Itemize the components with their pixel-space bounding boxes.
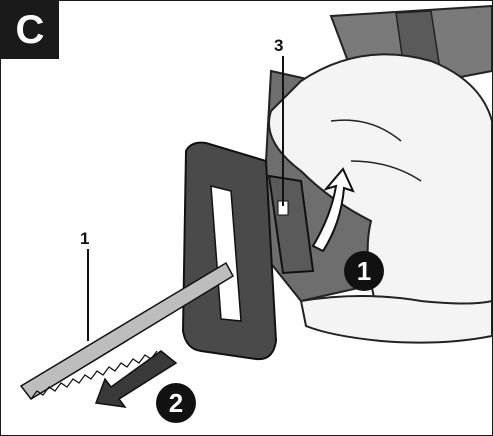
pull-arrow [94,350,178,408]
rotate-arrow [311,167,355,253]
step-number-pull: 2 [168,387,184,418]
callout-locking-sleeve: 3 [274,36,284,55]
hand-lower [299,295,492,344]
step-badge-rotate: 1 [344,251,384,291]
panel-letter-badge: C [1,1,59,59]
step-badge-pull: 2 [156,383,196,423]
saw-blade [19,261,234,400]
callout-blade: 1 [80,229,90,248]
locking-sleeve [267,174,315,275]
panel-letter: C [15,7,45,52]
step-number-rotate: 1 [356,255,372,286]
blade-teeth [30,350,158,400]
